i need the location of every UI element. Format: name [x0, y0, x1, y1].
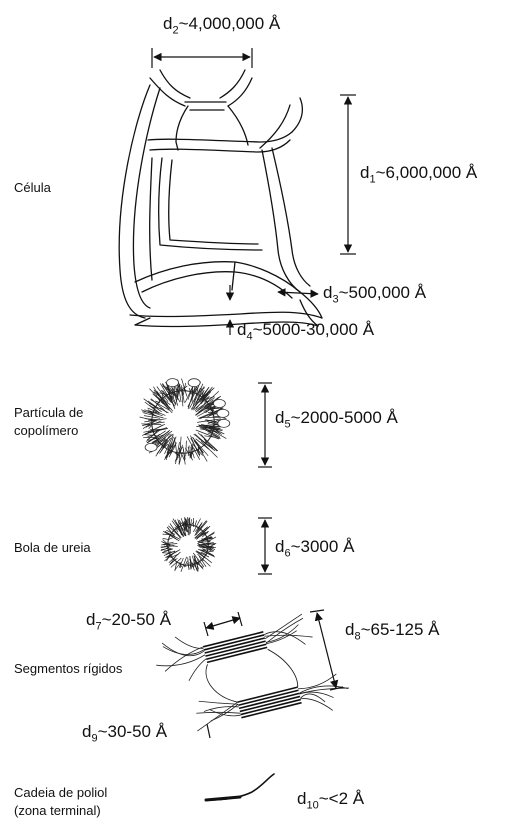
- d4-annotation: d4~5000-30,000 Å: [237, 320, 374, 346]
- d9-annotation: d9~30-50 Å: [82, 722, 167, 748]
- polyol-label-line1: Cadeia de poliol: [14, 785, 107, 801]
- d9-arrow: [207, 724, 210, 738]
- rigid-segments-label: Segmentos rígidos: [14, 661, 122, 677]
- cell-label: Célula: [14, 180, 51, 196]
- urea-label: Bola de ureia: [14, 540, 91, 556]
- d5-annotation: d5~2000-5000 Å: [275, 408, 398, 434]
- d7-annotation: d7~20-50 Å: [86, 610, 171, 636]
- d3-arrow: [278, 292, 318, 294]
- d6-annotation: d6~3000 Å: [275, 537, 354, 563]
- copolymer-label-line1: Partícula de: [14, 405, 83, 421]
- d8-arrow: [317, 613, 336, 688]
- urea-ball-drawing: [161, 517, 217, 572]
- foam-cell-drawing: [119, 70, 322, 327]
- d2-annotation: d2~4,000,000 Å: [163, 14, 280, 40]
- d8-annotation: d8~65-125 Å: [345, 620, 440, 646]
- d1-annotation: d1~6,000,000 Å: [360, 163, 477, 189]
- d7-arrow: [206, 618, 240, 628]
- copolymer-label-line2: copolímero: [14, 423, 78, 439]
- polyol-label-line2: (zona terminal): [14, 803, 101, 819]
- copolymer-particle-drawing: [140, 379, 230, 465]
- d3-annotation: d3~500,000 Å: [323, 283, 426, 309]
- d10-annotation: d10~<2 Å: [297, 789, 364, 815]
- rigid-segments-drawing: [151, 599, 354, 749]
